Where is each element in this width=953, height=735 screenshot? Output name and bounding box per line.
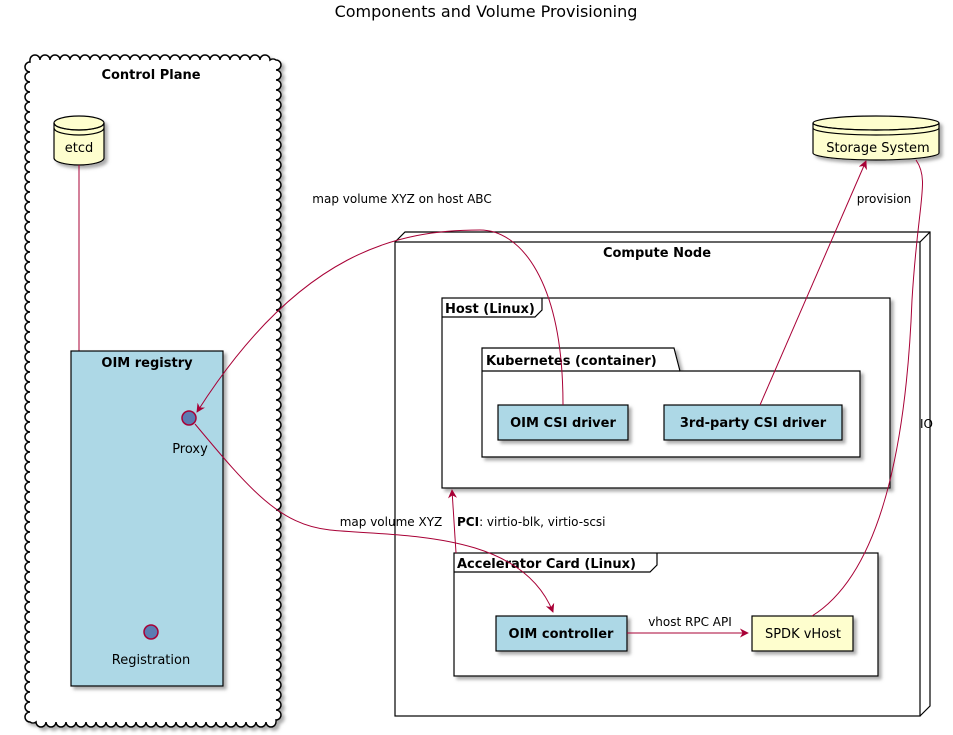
edge-io-label: IO [920,417,933,431]
edge-pci [448,489,458,554]
diagram-title: Components and Volume Provisioning [335,2,638,21]
edge-map-host-label: map volume XYZ on host ABC [312,192,491,206]
oim-csi-driver-label: OIM CSI driver [510,416,616,431]
host-label: Host (Linux) [445,302,535,317]
spdk-vhost-component: SPDK vHost [751,615,854,652]
oim-controller-component: OIM controller [495,615,628,652]
edge-pci-rest: : virtio-blk, virtio-scsi [479,515,605,529]
accelerator-label: Accelerator Card (Linux) [457,557,636,572]
proxy-label: Proxy [172,442,208,457]
registration-interface-icon [143,624,159,640]
proxy-interface-icon [181,410,197,426]
edge-map-volume-label: map volume XYZ [340,515,443,529]
oim-registry-label: OIM registry [101,356,193,371]
edge-io [811,159,923,617]
storage-system-database [812,115,940,161]
etcd-label: etcd [65,141,94,156]
spdk-vhost-label: SPDK vHost [765,627,841,642]
storage-system-label: Storage System [826,141,929,156]
etcd-database [53,115,105,166]
edge-proxy-to-controller [194,423,555,613]
third-party-csi-driver-component: 3rd-party CSI driver [663,404,843,441]
edge-pci-label: PCI: virtio-blk, virtio-scsi [457,515,606,529]
compute-node-label: Compute Node [603,246,711,261]
edge-csi-to-proxy [196,229,564,413]
edge-vhost-rpc-label: vhost RPC API [648,615,732,629]
oim-controller-label: OIM controller [509,627,615,642]
registration-label: Registration [112,653,190,668]
edge-provision-label: provision [857,192,912,206]
edge-provision [759,160,867,406]
third-party-csi-driver-label: 3rd-party CSI driver [680,416,827,431]
edge-pci-bold: PCI [457,515,479,529]
control-plane-label: Control Plane [101,68,200,83]
kubernetes-label: Kubernetes (container) [486,354,657,369]
oim-csi-driver-component: OIM CSI driver [497,404,629,441]
